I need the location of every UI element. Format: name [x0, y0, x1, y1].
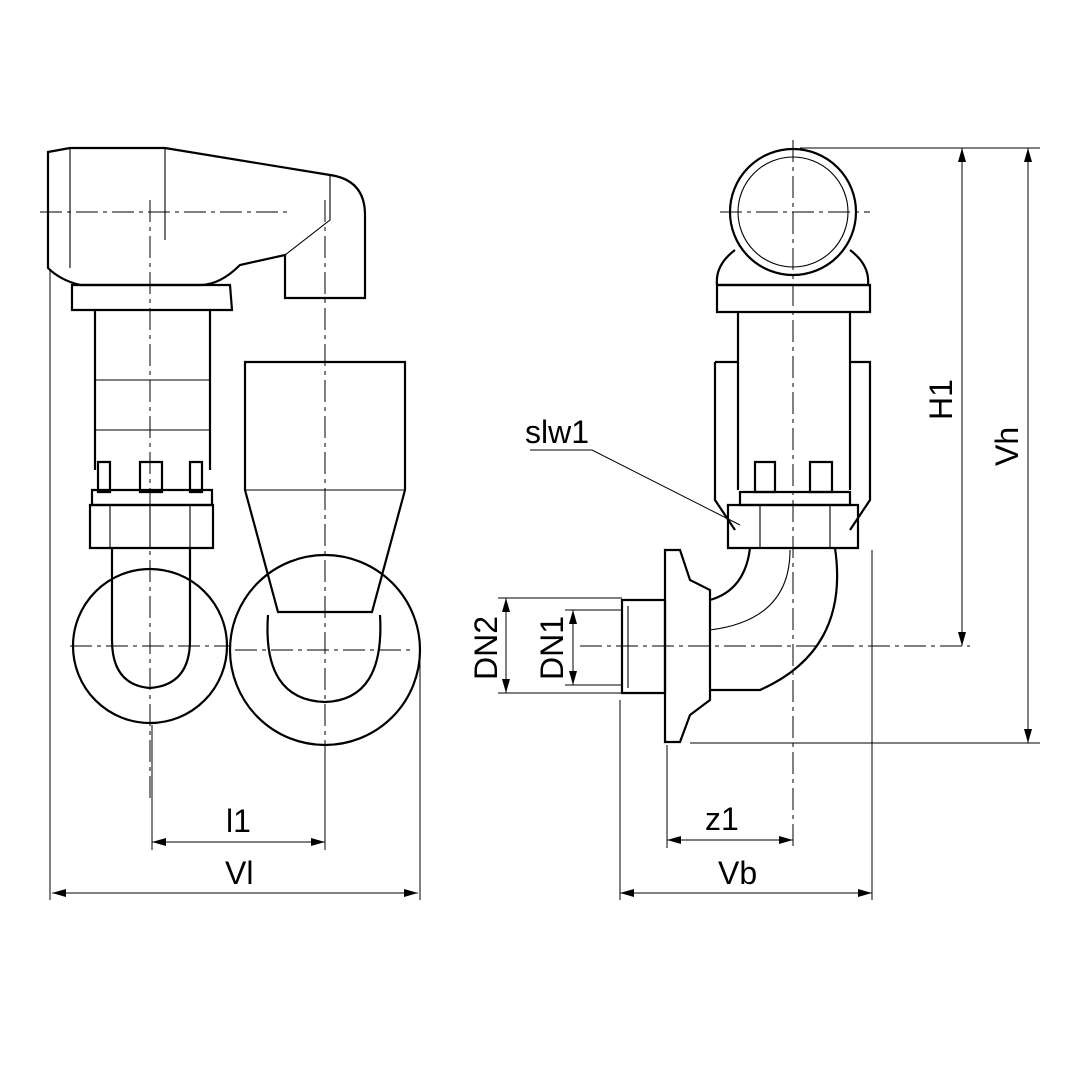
label-z1: z1 [705, 801, 739, 837]
side-view-left [40, 146, 422, 800]
label-l1: l1 [226, 803, 251, 839]
label-DN2: DN2 [468, 616, 504, 680]
label-H1: H1 [923, 379, 959, 420]
label-Vb: Vb [718, 855, 757, 891]
side-view-right [580, 140, 970, 850]
label-DN1: DN1 [534, 616, 570, 680]
dimension-labels: slw1 H1 Vh DN2 DN1 l1 Vl z1 Vb [225, 379, 1025, 891]
label-Vh: Vh [989, 427, 1025, 466]
label-slw1: slw1 [525, 414, 589, 450]
label-Vl: Vl [225, 855, 253, 891]
dimensions [49, 147, 1040, 900]
